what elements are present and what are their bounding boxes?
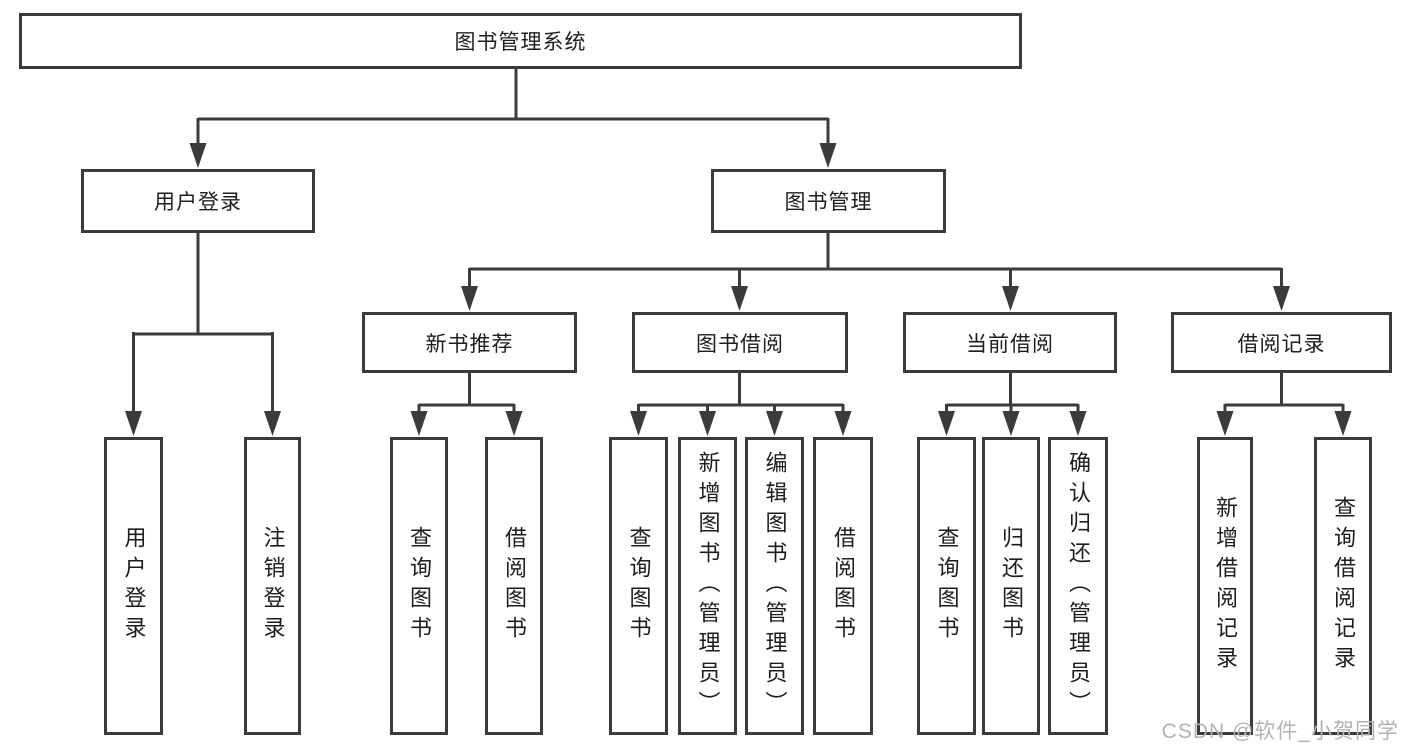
node-current-borrow: 当前借阅 bbox=[903, 312, 1117, 373]
leaf-cb-query-books: 查询图书 bbox=[917, 437, 976, 735]
node-label: 查询借阅记录 bbox=[1331, 496, 1356, 676]
node-label: 图书管理 bbox=[784, 191, 873, 214]
leaf-user-login: 用户登录 bbox=[104, 437, 163, 735]
node-label: 图书管理系统 bbox=[454, 31, 587, 54]
leaf-bb-add-books: 新增图书（管理员） bbox=[678, 437, 737, 735]
leaf-br-add-record: 新增借阅记录 bbox=[1197, 437, 1253, 735]
node-label: 借阅图书 bbox=[831, 526, 856, 646]
node-label: 用户登录 bbox=[154, 191, 242, 214]
node-label: 借阅图书 bbox=[502, 526, 527, 646]
node-label: 查询图书 bbox=[407, 526, 432, 646]
node-label: 注销登录 bbox=[260, 526, 286, 646]
node-book-borrow: 图书借阅 bbox=[632, 312, 848, 373]
node-label: 查询图书 bbox=[934, 526, 960, 646]
leaf-bb-edit-books: 编辑图书（管理员） bbox=[745, 437, 804, 735]
leaf-br-query-record: 查询借阅记录 bbox=[1314, 437, 1372, 735]
node-new-book-recommend: 新书推荐 bbox=[362, 312, 577, 373]
node-label: 查询图书 bbox=[626, 526, 652, 646]
leaf-cb-return-books: 归还图书 bbox=[982, 437, 1040, 735]
leaf-logout: 注销登录 bbox=[244, 437, 301, 735]
node-root: 图书管理系统 bbox=[19, 13, 1022, 69]
watermark: CSDN @软件_小贺同学 bbox=[1161, 720, 1399, 743]
node-label: 图书借阅 bbox=[696, 332, 784, 356]
leaf-cb-confirm-return: 确认归还（管理员） bbox=[1048, 437, 1108, 735]
leaf-bb-query-books: 查询图书 bbox=[609, 437, 668, 735]
node-label: 借阅记录 bbox=[1237, 332, 1326, 356]
node-label: 用户登录 bbox=[121, 526, 147, 646]
node-label: 编辑图书（管理员） bbox=[762, 451, 788, 721]
node-book-management: 图书管理 bbox=[711, 169, 946, 233]
node-label: 新书推荐 bbox=[425, 332, 514, 356]
node-user-login: 用户登录 bbox=[81, 169, 315, 233]
node-label: 新增图书（管理员） bbox=[695, 451, 721, 721]
node-label: 确认归还（管理员） bbox=[1066, 451, 1091, 721]
node-borrow-records: 借阅记录 bbox=[1171, 312, 1392, 373]
node-label: 当前借阅 bbox=[966, 332, 1054, 356]
node-label: 归还图书 bbox=[999, 526, 1024, 646]
leaf-nb-borrow-books: 借阅图书 bbox=[485, 437, 543, 735]
leaf-nb-query-books: 查询图书 bbox=[390, 437, 448, 735]
leaf-bb-borrow-books: 借阅图书 bbox=[813, 437, 873, 735]
node-label: 新增借阅记录 bbox=[1213, 496, 1238, 676]
